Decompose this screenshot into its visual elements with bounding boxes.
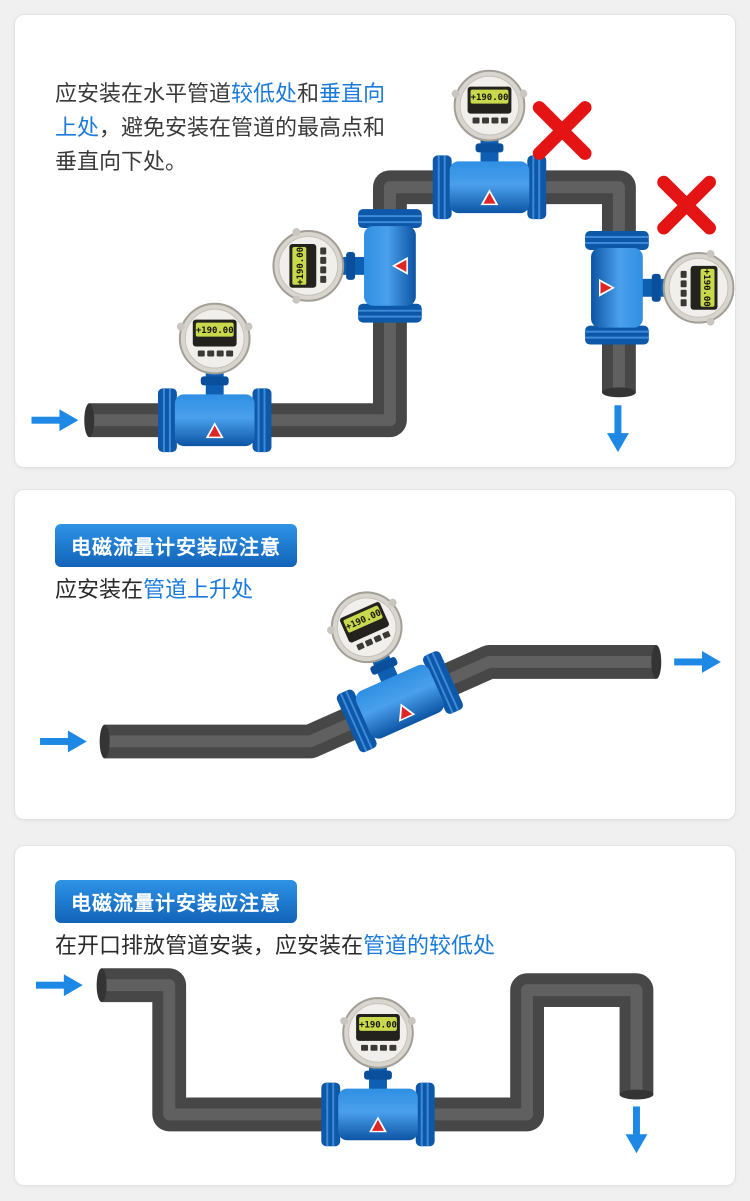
panel-rising-pipe-install: 电磁流量计安装应注意 应安装在管道上升处 bbox=[14, 489, 736, 820]
pipe-diagram-rising bbox=[40, 571, 721, 759]
pipe bbox=[89, 170, 636, 438]
flow-meter-correct-low-point bbox=[156, 302, 273, 454]
pipe-open-end bbox=[619, 1089, 654, 1100]
pipe-open-end bbox=[96, 968, 107, 1003]
flow-arrow-in-icon bbox=[31, 409, 79, 432]
instruction-text: 应安装在水平管道较低处和垂直向 上处，避免安装在管道的最高点和 垂直向下处。 bbox=[55, 77, 405, 179]
pipe-highlight bbox=[89, 181, 625, 427]
pipe-open-end bbox=[99, 724, 110, 759]
text-segment: 在开口排放管道安装，应安装在 bbox=[55, 933, 364, 958]
pipe-diagram-horizontal-vertical bbox=[31, 69, 735, 454]
pipe-open-end bbox=[651, 645, 662, 679]
pipe-open-end bbox=[601, 387, 636, 398]
keyword-rising-section: 管道上升处 bbox=[143, 577, 254, 602]
flow-meter-wrong-vertical-down bbox=[584, 230, 735, 346]
pipe-open-end bbox=[84, 403, 95, 438]
flow-arrow-out-icon bbox=[674, 651, 721, 673]
notice-badge: 电磁流量计安装应注意 bbox=[55, 524, 297, 567]
flow-arrow-down-icon bbox=[625, 1106, 648, 1154]
keyword-low-section: 管道的较低处 bbox=[363, 933, 496, 958]
keyword-vertical-up: 垂直向 bbox=[319, 81, 386, 106]
notice-badge: 电磁流量计安装应注意 bbox=[55, 880, 297, 923]
pipe-diagram-open-discharge bbox=[36, 968, 654, 1154]
text-segment: ，避免安装在管道的最高点和 bbox=[99, 115, 386, 140]
instruction-line-3: 垂直向下处。 bbox=[55, 145, 405, 179]
wrong-x-icon bbox=[539, 108, 585, 154]
instruction-text: 在开口排放管道安装，应安装在管道的较低处 bbox=[55, 928, 495, 960]
pipe-highlight bbox=[101, 979, 643, 1121]
panel-horizontal-vertical-install: 应安装在水平管道较低处和垂直向 上处，避免安装在管道的最高点和 垂直向下处。 bbox=[14, 14, 736, 468]
flow-meter-wrong-high-point bbox=[431, 69, 548, 221]
text-segment: 应安装在 bbox=[55, 577, 144, 602]
wrong-x-icon bbox=[664, 182, 710, 228]
flow-meter-at-low-point bbox=[320, 997, 436, 1148]
keyword-lower-position: 较低处 bbox=[231, 81, 298, 106]
text-segment: 垂直向下处。 bbox=[55, 149, 188, 174]
instruction-line-2: 上处，避免安装在管道的最高点和 bbox=[55, 111, 405, 145]
instruction-line-1: 应安装在水平管道较低处和垂直向 bbox=[55, 77, 405, 111]
keyword-vertical-up: 上处 bbox=[55, 115, 100, 140]
instruction-text: 应安装在管道上升处 bbox=[55, 572, 253, 604]
flow-arrow-down-icon bbox=[606, 405, 629, 453]
flow-arrow-in-icon bbox=[36, 974, 83, 997]
flow-meter-correct-vertical-up bbox=[272, 208, 423, 324]
text-segment: 应安装在水平管道 bbox=[55, 81, 232, 106]
panel-open-discharge-install: 电磁流量计安装应注意 在开口排放管道安装，应安装在管道的较低处 bbox=[14, 845, 736, 1186]
flow-arrow-in-icon bbox=[40, 730, 87, 753]
text-segment: 和 bbox=[297, 81, 320, 106]
